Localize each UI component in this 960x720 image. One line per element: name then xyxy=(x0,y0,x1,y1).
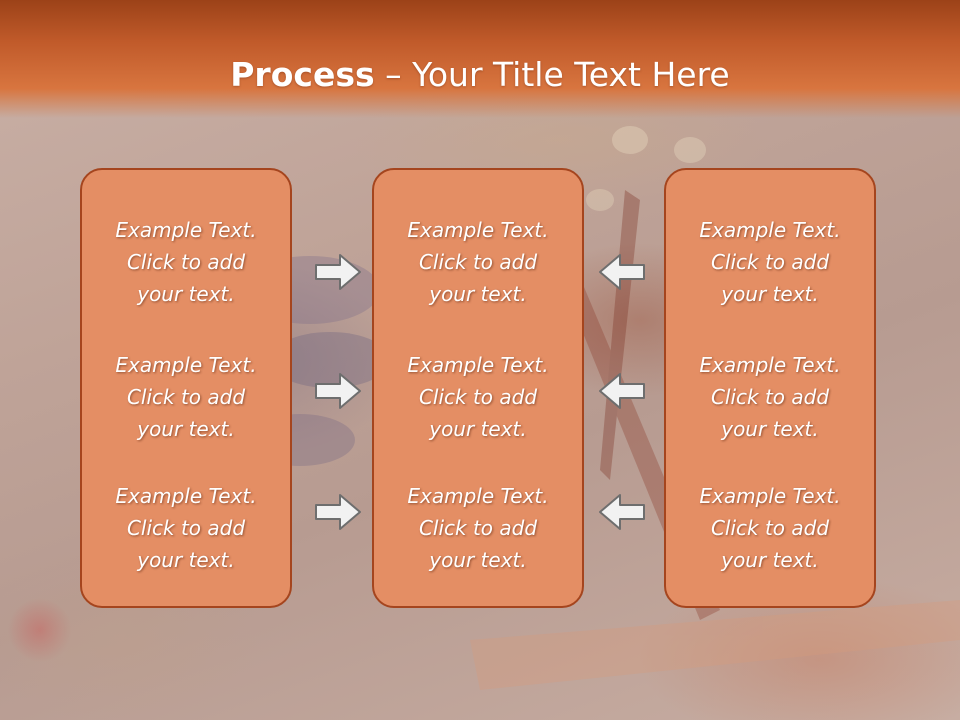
text-line: Click to add xyxy=(710,250,830,274)
text-placeholder[interactable]: Example Text. Click to add your text. xyxy=(666,214,874,310)
arrow-left-icon[interactable] xyxy=(598,371,646,411)
text-line: Example Text. xyxy=(115,353,257,377)
arrow-right-icon[interactable] xyxy=(314,371,362,411)
arrow-left-icon[interactable] xyxy=(598,492,646,532)
text-line: Click to add xyxy=(126,385,246,409)
text-line: your text. xyxy=(721,417,819,441)
text-line: your text. xyxy=(137,548,235,572)
title-rest: – Your Title Text Here xyxy=(374,55,730,94)
text-line: your text. xyxy=(137,282,235,306)
text-placeholder[interactable]: Example Text. Click to add your text. xyxy=(666,349,874,445)
text-line: Click to add xyxy=(418,516,538,540)
text-line: Example Text. xyxy=(115,218,257,242)
text-line: Example Text. xyxy=(699,353,841,377)
text-line: Example Text. xyxy=(699,484,841,508)
process-column-center[interactable]: Example Text. Click to add your text. Ex… xyxy=(372,168,584,608)
text-line: Example Text. xyxy=(407,484,549,508)
text-placeholder[interactable]: Example Text. Click to add your text. xyxy=(82,349,290,445)
text-line: your text. xyxy=(721,282,819,306)
text-line: Example Text. xyxy=(407,218,549,242)
text-placeholder[interactable]: Example Text. Click to add your text. xyxy=(82,214,290,310)
text-placeholder[interactable]: Example Text. Click to add your text. xyxy=(666,480,874,576)
arrow-left-icon[interactable] xyxy=(598,252,646,292)
text-line: Click to add xyxy=(418,250,538,274)
text-line: your text. xyxy=(137,417,235,441)
text-line: Click to add xyxy=(126,516,246,540)
text-line: Click to add xyxy=(710,516,830,540)
text-placeholder[interactable]: Example Text. Click to add your text. xyxy=(374,349,582,445)
process-column-left[interactable]: Example Text. Click to add your text. Ex… xyxy=(80,168,292,608)
text-placeholder[interactable]: Example Text. Click to add your text. xyxy=(82,480,290,576)
text-line: Click to add xyxy=(418,385,538,409)
text-line: Example Text. xyxy=(115,484,257,508)
text-line: your text. xyxy=(429,282,527,306)
title-bold: Process xyxy=(230,55,375,94)
arrow-right-icon[interactable] xyxy=(314,252,362,292)
text-line: Example Text. xyxy=(407,353,549,377)
text-line: Click to add xyxy=(710,385,830,409)
text-placeholder[interactable]: Example Text. Click to add your text. xyxy=(374,214,582,310)
text-line: Example Text. xyxy=(699,218,841,242)
text-line: your text. xyxy=(429,417,527,441)
text-placeholder[interactable]: Example Text. Click to add your text. xyxy=(374,480,582,576)
arrow-right-icon[interactable] xyxy=(314,492,362,532)
title-bar xyxy=(0,0,960,118)
process-column-right[interactable]: Example Text. Click to add your text. Ex… xyxy=(664,168,876,608)
slide-title[interactable]: Process – Your Title Text Here xyxy=(0,54,960,96)
text-line: your text. xyxy=(429,548,527,572)
text-line: Click to add xyxy=(126,250,246,274)
text-line: your text. xyxy=(721,548,819,572)
